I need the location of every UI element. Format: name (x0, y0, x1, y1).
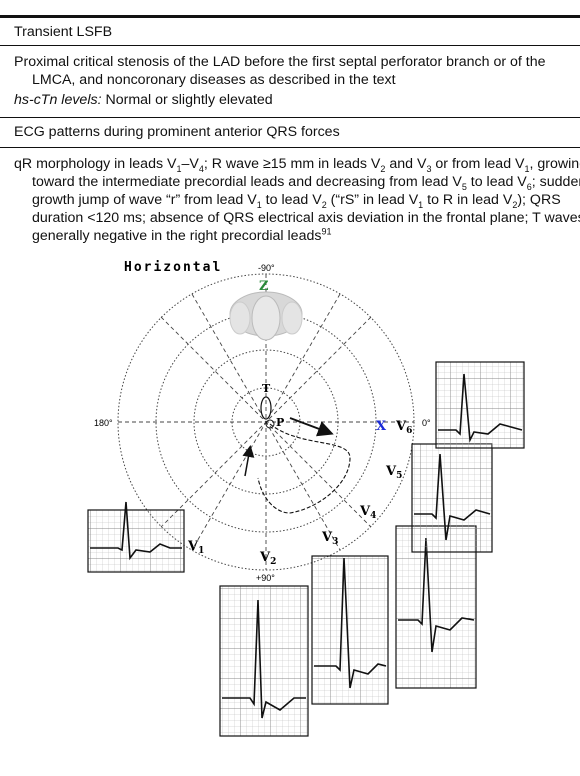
angle-right-label: 0° (422, 418, 431, 428)
angle-bottom-label: +90° (256, 573, 275, 583)
vector-arrow (289, 417, 334, 437)
p-point-label: P (276, 416, 284, 429)
s2-text: ; R wave ≥15 mm in leads V (203, 156, 381, 172)
s2-text: qR morphology in leads V (14, 156, 177, 172)
s2-text: , growing toward the intermediate precor… (32, 156, 580, 190)
t-point-label: T (262, 382, 271, 395)
section1-heading: Transient LSFB (14, 24, 113, 40)
section1-divider (0, 45, 580, 46)
section1-biomarker: hs-cTn levels: Normal or slightly elevat… (14, 91, 576, 109)
torso-silhouette (229, 291, 303, 341)
ecg-strip-v5 (411, 443, 493, 553)
s2-text: (“rS” in lead V (326, 192, 419, 208)
s2-text: to lead V (261, 192, 322, 208)
biomarker-label: hs-cTn levels: (14, 92, 102, 108)
lead-v2-label: V2 (259, 550, 276, 567)
s2-sub: 4 (198, 163, 204, 174)
s2-sub: 1 (524, 163, 530, 174)
s2-text: to lead V (466, 174, 527, 190)
s2-sub: 1 (256, 199, 262, 210)
ecg-strip-v4 (395, 525, 477, 689)
z-axis-label: Z (259, 279, 269, 294)
section2-top-rule (0, 117, 580, 118)
ecg-strip-v2 (219, 585, 309, 737)
ecg-strip-v3 (311, 555, 389, 705)
s2-text: ; sudden growth jump of wave “r” from le… (32, 174, 580, 208)
section1-body: Proximal critical stenosis of the LAD be… (14, 53, 580, 89)
table-top-rule (0, 15, 580, 18)
vector-arrow (242, 445, 255, 477)
s2-sub: 6 (526, 181, 532, 192)
biomarker-value: Normal or slightly elevated (101, 92, 273, 108)
angle-top-label: -90° (258, 263, 275, 273)
middle-circle (155, 311, 377, 533)
section2-heading: ECG patterns during prominent anterior Q… (14, 124, 340, 140)
lead-v6-label: V6 (395, 419, 412, 436)
ecg-strip-v6 (435, 361, 525, 449)
ecg-strip-v1 (87, 501, 185, 573)
s2-text: or from lead V (431, 156, 525, 172)
p-loop (265, 419, 275, 429)
horizontal-plane-figure: Horizontal -90° Z 180° 0° +90° X T P V1 (87, 260, 525, 737)
s2-text: ); QRS duration <120 ms; absence of QRS … (32, 192, 580, 244)
s2-sub: 2 (512, 199, 518, 210)
section2-divider (0, 147, 580, 148)
angle-left-label: 180° (94, 418, 113, 428)
section1-body-line1: Proximal critical stenosis of the LAD be… (14, 54, 546, 70)
lead-labels: V1 V2 V3 V4 V5 V6 (187, 419, 412, 567)
lead-v1-label: V1 (187, 539, 204, 556)
s2-text: to R in lead V (423, 192, 513, 208)
qrs-loop (257, 423, 351, 514)
t-loop (260, 396, 272, 420)
section1-body-line2: LMCA, and noncoronary diseases as descri… (32, 72, 396, 88)
x-axis-label: X (376, 419, 387, 434)
s2-text: –V (181, 156, 199, 172)
s2-sub: 1 (176, 163, 182, 174)
reference-superscript: 91 (321, 226, 332, 237)
s2-sub: 1 (418, 199, 424, 210)
lead-v5-label: V5 (385, 464, 402, 481)
s2-text: and V (385, 156, 427, 172)
section2-body: qR morphology in leads V1–V4; R wave ≥15… (14, 155, 580, 245)
s2-sub: 5 (461, 181, 467, 192)
lead-v4-label: V4 (359, 504, 376, 521)
plane-label: Horizontal (124, 260, 222, 275)
s2-sub: 2 (321, 199, 327, 210)
s2-sub: 2 (380, 163, 386, 174)
s2-sub: 3 (426, 163, 432, 174)
lead-v3-label: V3 (321, 530, 338, 547)
